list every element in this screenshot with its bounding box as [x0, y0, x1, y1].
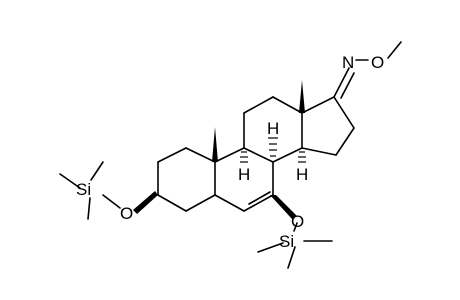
atom-label-si3: Si	[76, 180, 91, 199]
h14-hash	[298, 151, 306, 163]
h8-hash	[268, 137, 278, 157]
c7-otms-group	[257, 195, 333, 269]
atom-label-h8: H	[267, 119, 279, 138]
ring-a	[157, 147, 216, 212]
atom-label-h9: H	[238, 165, 250, 184]
ring-c	[243, 96, 303, 163]
atom-label-h14: H	[296, 165, 308, 184]
atom-label-n: N	[342, 53, 354, 72]
c3-otms-group	[59, 161, 158, 220]
atom-label-si7: Si	[279, 232, 294, 251]
atom-label-o-oxime: O	[371, 53, 384, 72]
atom-label-o7: O	[291, 212, 304, 231]
oxime-group	[333, 41, 402, 99]
methyl-c18	[299, 80, 305, 113]
methyl-c19	[212, 127, 218, 162]
ring-b	[214, 147, 274, 212]
atom-label-o3: O	[120, 204, 133, 223]
h9-hash	[240, 151, 248, 163]
ring-d	[301, 96, 355, 156]
